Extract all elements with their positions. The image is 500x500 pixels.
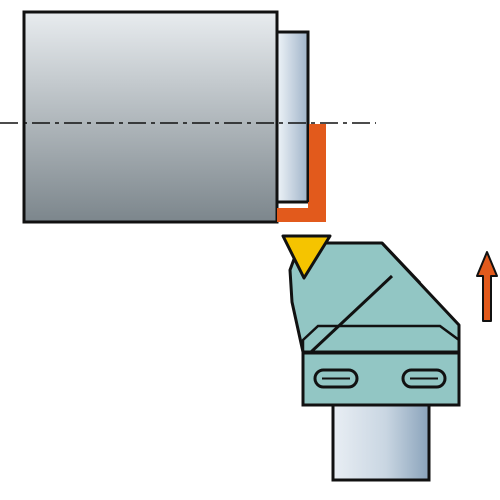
feed-arrow-icon: [476, 251, 498, 322]
head-facet: [309, 274, 394, 354]
head-bevel: [380, 241, 422, 285]
workpiece: [22, 10, 326, 224]
tool-holder: [288, 241, 461, 482]
workpiece-body: [22, 10, 279, 224]
workpiece-face: [275, 30, 310, 204]
head-step: [301, 324, 460, 352]
cutting-insert: [281, 234, 332, 280]
tool-shank: [331, 402, 431, 482]
cut-material: [277, 124, 326, 222]
